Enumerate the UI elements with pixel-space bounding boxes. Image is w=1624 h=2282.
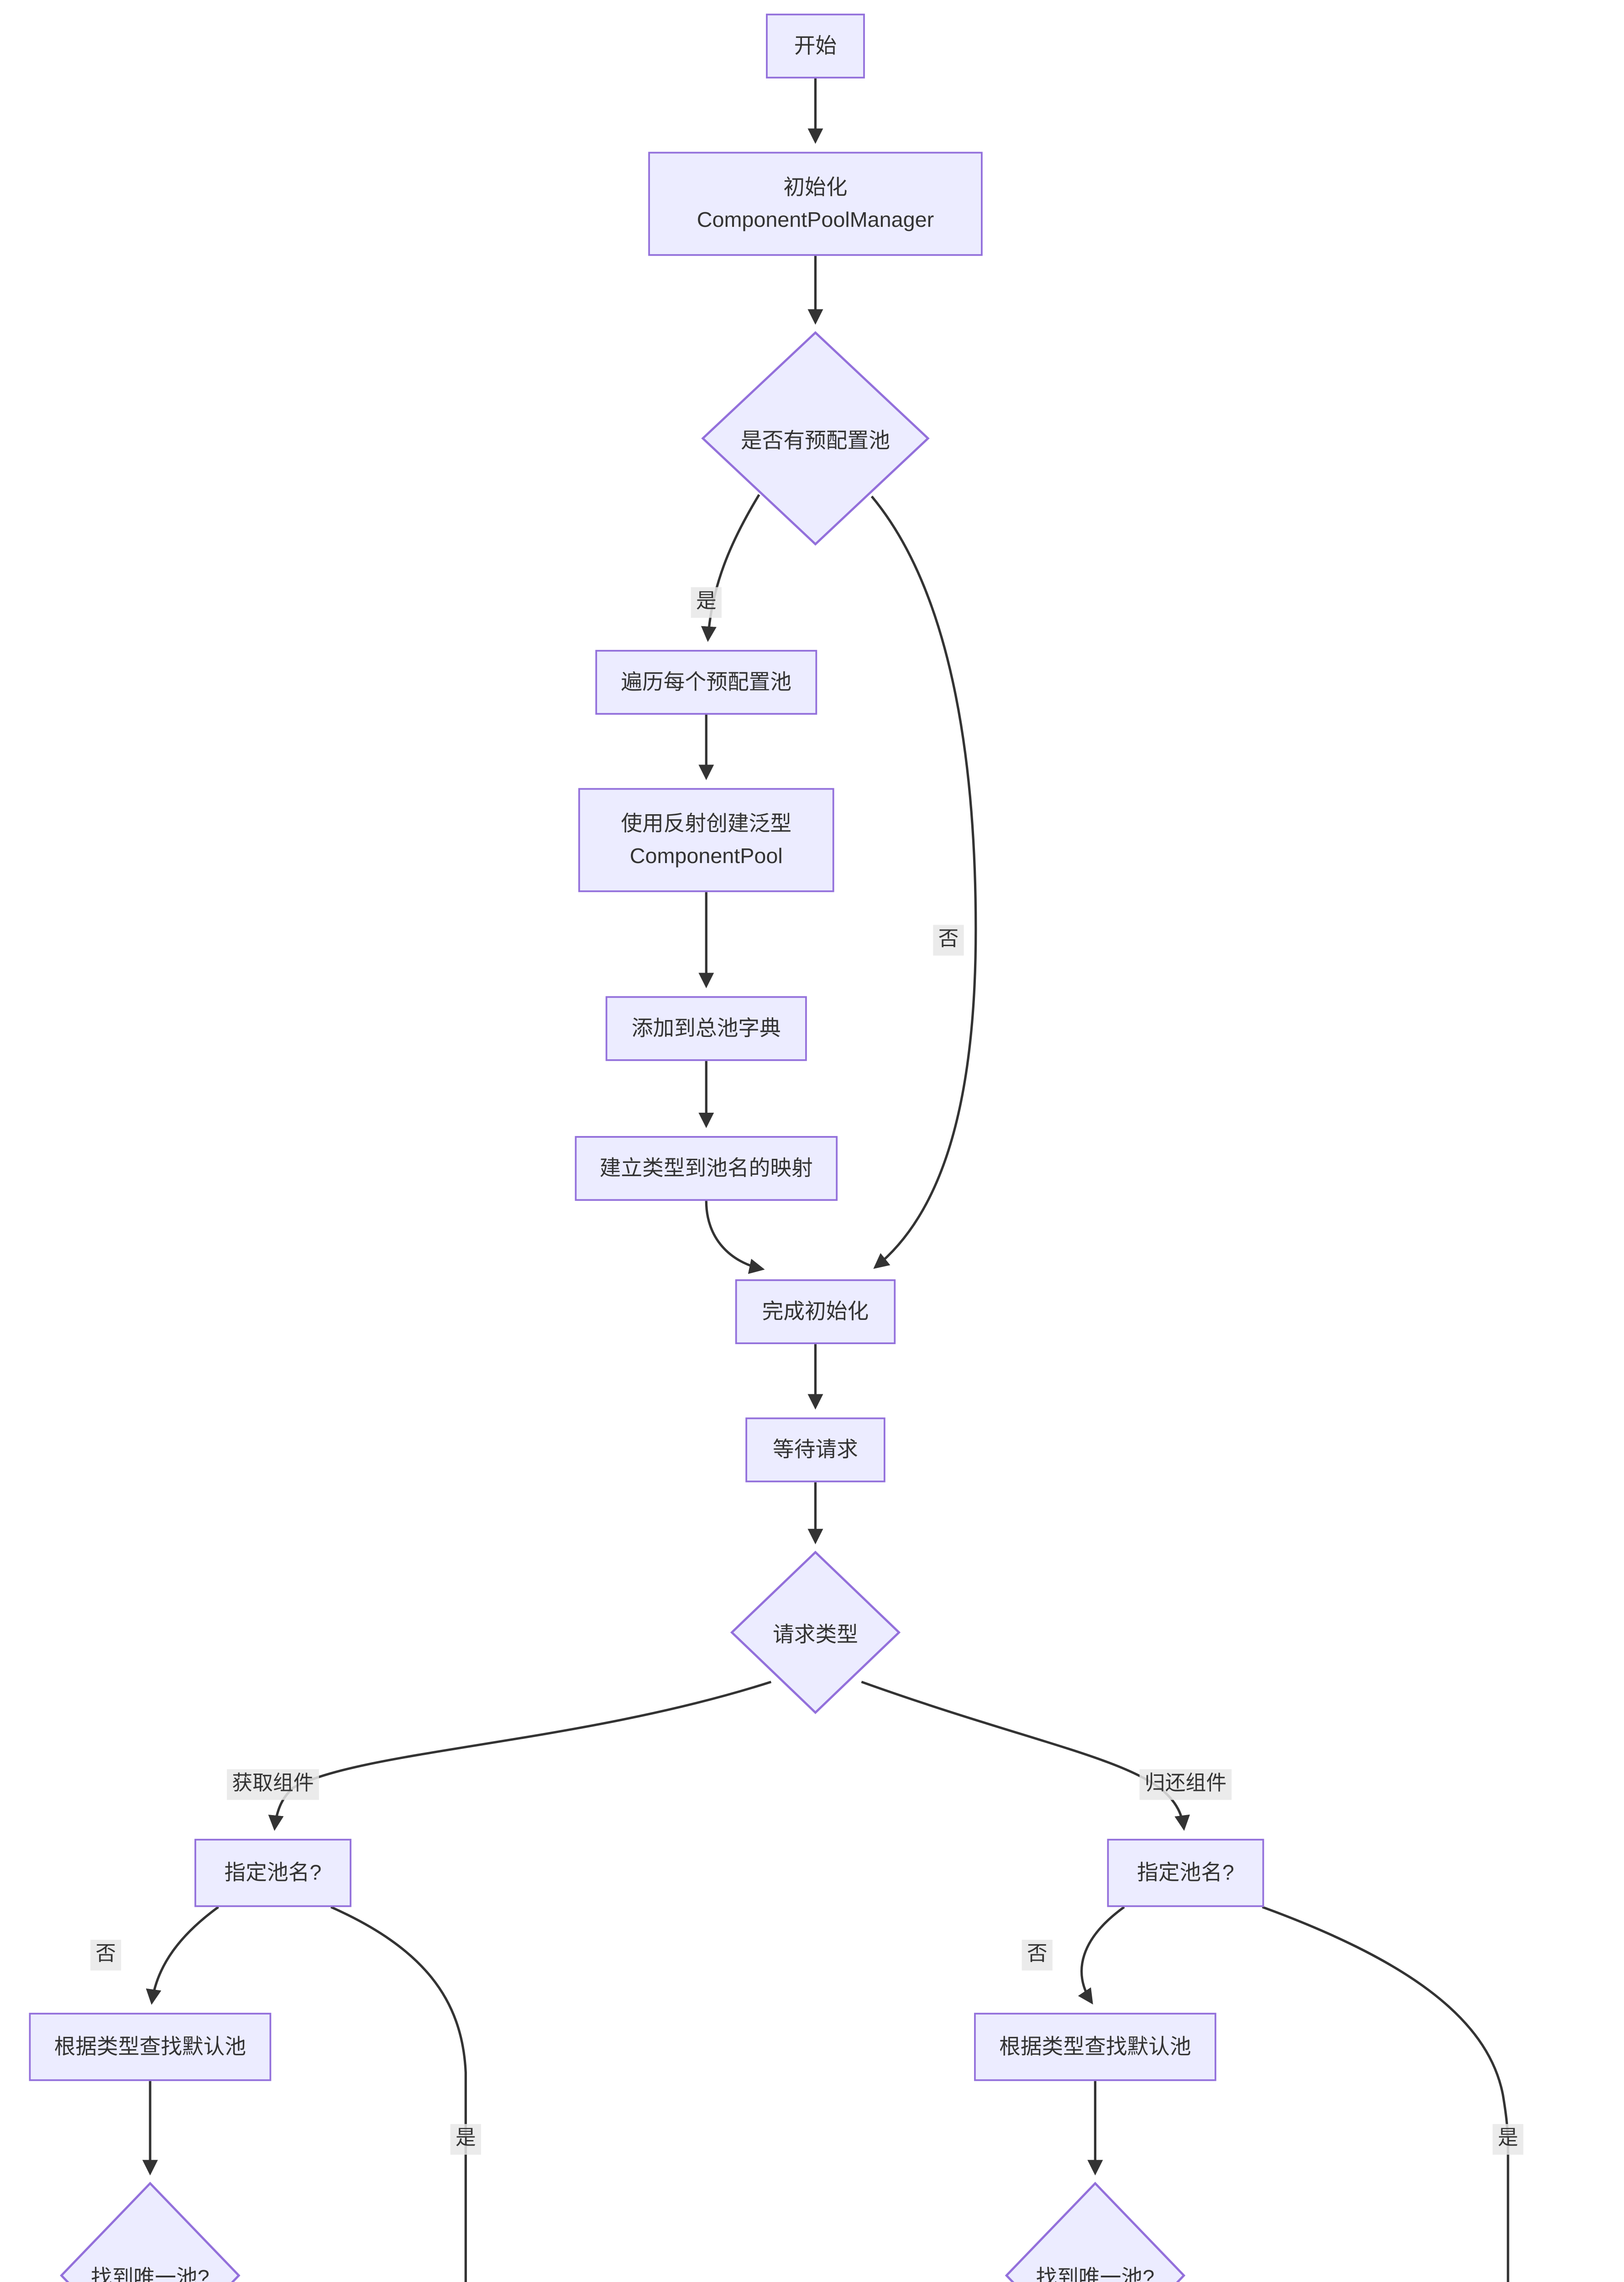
- node-right-find-default-label: 根据类型查找默认池: [999, 2034, 1191, 2058]
- node-type-mapping: 建立类型到池名的映射: [575, 1136, 838, 1201]
- edge-has-preconfigured-no-to-doneinit: [870, 495, 977, 1269]
- edge-label-no1: 否: [933, 925, 964, 955]
- node-request-type-label: 请求类型: [773, 1623, 858, 1647]
- node-left-find-default-label: 根据类型查找默认池: [54, 2034, 246, 2058]
- node-reflect-create-componentpool: 使用反射创建泛型 ComponentPool: [578, 788, 834, 892]
- node-left-pool-named: 指定池名?: [194, 1838, 351, 1907]
- node-right-pool-named-label: 指定池名?: [1137, 1860, 1234, 1884]
- node-start-label: 开始: [794, 33, 837, 58]
- edge-has-preconfigured-yes-to-iterate: [701, 494, 760, 642]
- node-left-find-default: 根据类型查找默认池: [29, 2013, 272, 2081]
- node-done-init: 完成初始化: [735, 1279, 896, 1345]
- node-init-componentpoolmanager: 初始化 ComponentPoolManager: [648, 152, 983, 256]
- edge-label-return-component: 归还组件: [1139, 1769, 1232, 1800]
- node-right-pool-named: 指定池名?: [1107, 1838, 1264, 1907]
- edge-rightpool-no-to-rightdefault: [1078, 1906, 1125, 2005]
- node-done-init-label: 完成初始化: [762, 1299, 869, 1323]
- node-right-find-default: 根据类型查找默认池: [974, 2013, 1216, 2081]
- edge-requesttype-return-to-rightpool: [861, 1680, 1190, 1831]
- node-left-unique-found-label: 找到唯一池?: [91, 2266, 210, 2282]
- diamond-left-unique-found: [60, 2182, 241, 2282]
- node-init-line1: 初始化: [783, 175, 848, 199]
- node-iterate-pools-label: 遍历每个预配置池: [621, 670, 792, 694]
- node-start: 开始: [766, 13, 865, 79]
- edge-label-no3: 否: [1022, 1940, 1053, 1970]
- node-right-unique-found-label: 找到唯一池?: [1036, 2266, 1155, 2282]
- edge-mapping-to-doneinit: [705, 1201, 765, 1274]
- node-reflect-create-line1: 使用反射创建泛型: [621, 811, 792, 836]
- node-add-dict-label: 添加到总池字典: [631, 1016, 781, 1040]
- edge-label-yes2: 是: [450, 2124, 481, 2154]
- diamond-request-type: [730, 1550, 901, 1714]
- edge-label-yes3: 是: [1493, 2124, 1524, 2154]
- edge-rightpool-yes-to-returntospecified: [1262, 1905, 1509, 2282]
- node-type-mapping-label: 建立类型到池名的映射: [599, 1156, 813, 1180]
- node-has-preconfigured-label: 是否有预配置池: [740, 429, 891, 453]
- node-init-line2: ComponentPoolManager: [697, 207, 934, 231]
- node-wait-request-label: 等待请求: [772, 1437, 858, 1461]
- node-left-pool-named-label: 指定池名?: [224, 1860, 322, 1884]
- node-wait-request: 等待请求: [745, 1417, 885, 1482]
- node-reflect-create-line2: ComponentPool: [629, 843, 783, 868]
- node-iterate-pools: 遍历每个预配置池: [595, 649, 817, 715]
- edge-leftpool-no-to-leftdefault: [146, 1906, 219, 2005]
- edge-requesttype-get-to-leftpool: [268, 1680, 772, 1831]
- node-add-dict: 添加到总池字典: [605, 996, 807, 1061]
- edge-label-no2: 否: [90, 1940, 121, 1970]
- diamond-right-unique-found: [1005, 2182, 1186, 2282]
- edge-leftpool-yes-to-getfromspecified: [330, 1906, 467, 2282]
- diamond-has-preconfigured: [701, 331, 930, 546]
- edge-label-yes1: 是: [691, 587, 722, 618]
- edge-label-get-component: 获取组件: [227, 1769, 319, 1800]
